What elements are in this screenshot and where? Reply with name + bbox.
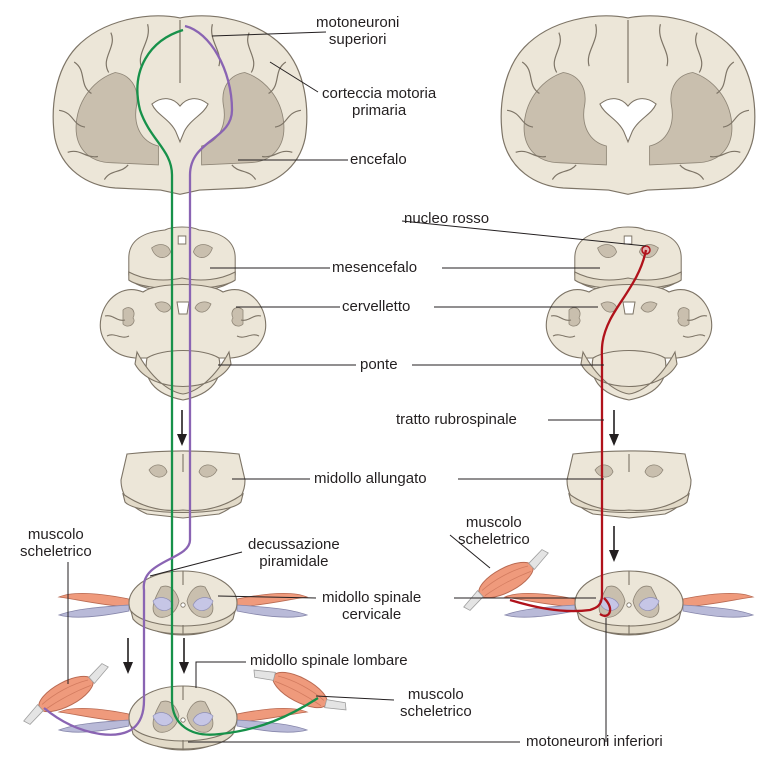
label-mesencefalo: mesencefalo [332, 259, 418, 276]
cervical-cord-right [504, 570, 754, 636]
lumbar-cord-left [58, 685, 308, 751]
label-line: cervicale [342, 606, 402, 623]
label-line: scheletrico [20, 543, 92, 560]
midbrain-right [574, 226, 682, 291]
label-motoneuroni-superiori: motoneuroni superiori [316, 14, 399, 48]
medulla-right [566, 450, 692, 519]
brain-right [500, 15, 756, 195]
midbrain-left [128, 226, 236, 291]
label-line: midollo spinale [322, 589, 422, 606]
muscle-right-upper [455, 545, 557, 615]
label-line: muscolo [407, 686, 464, 703]
arrow-right-2 [609, 526, 619, 562]
arrow-left-3 [179, 638, 189, 674]
rubrospinal-synapse [599, 597, 612, 617]
label-midollo-lombare: midollo spinale lombare [250, 652, 408, 669]
cervical-cord-left [58, 570, 308, 636]
leader-lines [67, 31, 647, 743]
label-line: scheletrico [400, 703, 472, 720]
label-muscolo-lower: muscolo scheletrico [400, 686, 472, 720]
label-muscolo-left: muscolo scheletrico [20, 526, 92, 560]
label-midollo-allungato: midollo allungato [314, 470, 427, 487]
label-line: decussazione [248, 536, 340, 553]
label-tratto-rubrospinale: tratto rubrospinale [396, 411, 517, 428]
label-line: superiori [328, 31, 387, 48]
brain-left [52, 15, 308, 195]
label-cervelletto: cervelletto [342, 298, 411, 315]
label-line: scheletrico [458, 531, 530, 548]
arrow-right-1 [609, 410, 619, 446]
arrow-left-2 [123, 638, 133, 674]
label-line: motoneuroni [316, 14, 400, 31]
label-line: corteccia motoria [322, 85, 437, 102]
label-muscolo-right-upper: muscolo scheletrico [458, 514, 530, 548]
label-line: muscolo [27, 526, 84, 543]
pons-right [545, 283, 713, 401]
label-corteccia-motoria: corteccia motoria primaria [322, 85, 436, 119]
purple-tract [43, 24, 234, 736]
medulla-left [120, 450, 246, 519]
label-midollo-cervicale: midollo spinale cervicale [322, 589, 421, 623]
label-ponte: ponte [360, 356, 398, 373]
label-line: piramidale [259, 553, 329, 570]
label-motoneuroni-inferiori: motoneuroni inferiori [526, 733, 663, 750]
pons-left [99, 283, 267, 401]
label-nucleo-rosso: nucleo rosso [404, 210, 490, 227]
label-line: muscolo [465, 514, 522, 531]
rubrospinal-tract [509, 249, 648, 613]
label-encefalo: encefalo [350, 151, 407, 168]
label-decussazione: decussazione piramidale [248, 536, 340, 570]
arrow-left-1 [177, 410, 187, 446]
label-line: primaria [352, 102, 407, 119]
green-tract [136, 28, 319, 736]
